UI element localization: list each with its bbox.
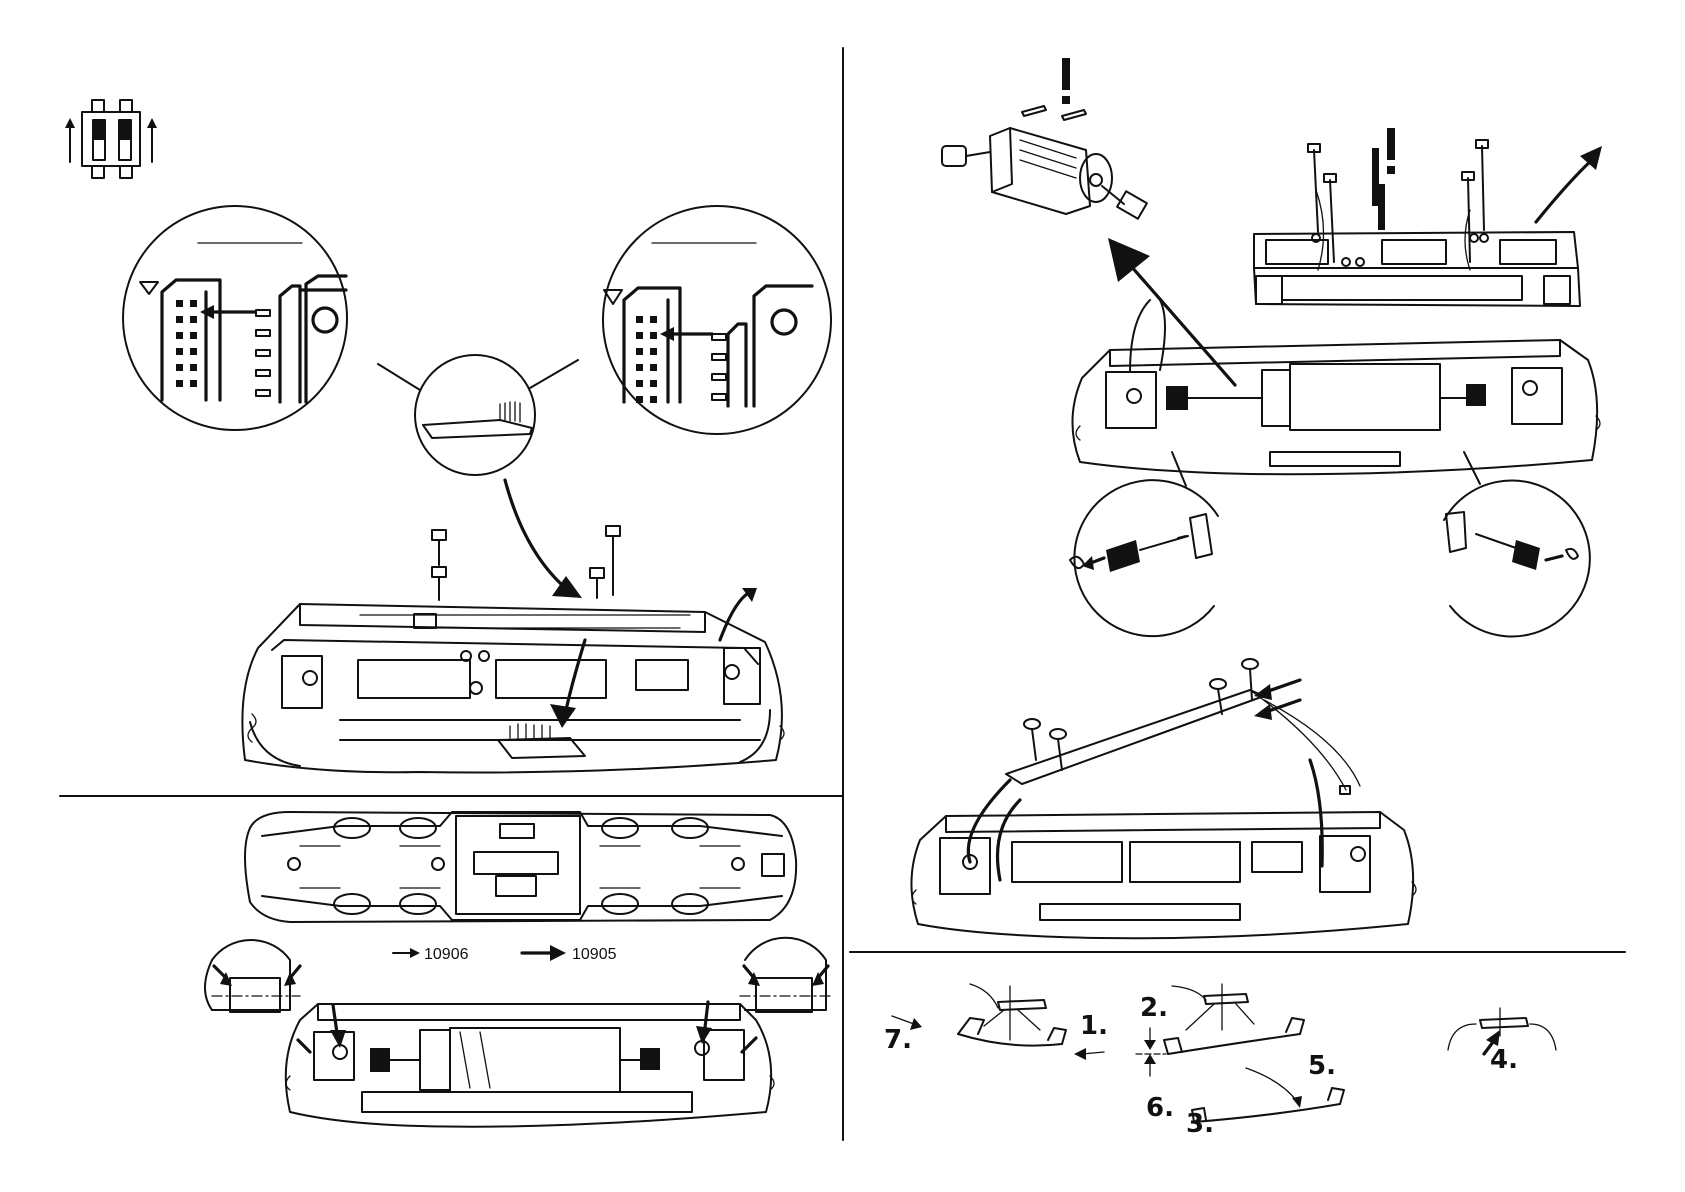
spring-icon: [1372, 148, 1385, 230]
lift-cover-arrow: [1536, 146, 1602, 222]
insert-arrow: [505, 480, 757, 728]
detail-circle-connector-right: [1444, 452, 1590, 636]
detail-circle-left: [123, 206, 347, 430]
step-label-2: 2.: [1140, 993, 1168, 1023]
locomotive-chassis-open: [242, 604, 784, 773]
detail-circle-connector-left: [1070, 452, 1218, 636]
step-labels: 1. 2. 3. 4. 5. 6. 7.: [884, 993, 1518, 1139]
step-label-4: 4.: [1490, 1045, 1518, 1075]
step-label-1: 1.: [1080, 1011, 1108, 1041]
legend-label-10905: 10905: [572, 946, 617, 963]
locomotive-chassis-top-right: [1072, 300, 1600, 474]
detail-circle-coupler-right: [740, 938, 830, 1012]
legend-label-10906: 10906: [424, 946, 469, 963]
decoder-icon: [423, 402, 532, 438]
motor-icon: [942, 128, 1147, 219]
cover-plate: [1254, 232, 1580, 306]
detail-circle-right: [603, 206, 831, 434]
locomotive-underside: [245, 812, 796, 922]
step-label-5: 5.: [1308, 1051, 1336, 1081]
step-label-7: 7.: [884, 1025, 912, 1055]
decoder-zoom-circle: [378, 355, 578, 475]
dip-switch-icon: [65, 100, 157, 178]
screw-icon-set-board: [1024, 659, 1258, 770]
brush-clips: [1022, 106, 1086, 120]
spring-clip-step-a: [892, 984, 1104, 1060]
screw-icon-set-right: [1308, 140, 1488, 270]
warning-exclamation-icon: [1062, 58, 1070, 104]
locomotive-chassis-motor: [286, 1002, 774, 1127]
step-label-6: 6.: [1146, 1093, 1174, 1123]
detail-circle-coupler-left: [205, 940, 300, 1012]
warning-exclamation-icon-2: [1387, 128, 1395, 174]
legend-item-10905: 10905: [522, 945, 617, 963]
locomotive-chassis-board: [911, 680, 1416, 938]
panel-dividers: [60, 48, 1625, 1140]
legend-item-10906: 10906: [393, 946, 469, 963]
step-label-3: 3.: [1186, 1109, 1214, 1139]
legend: 10906 10905: [393, 945, 617, 963]
